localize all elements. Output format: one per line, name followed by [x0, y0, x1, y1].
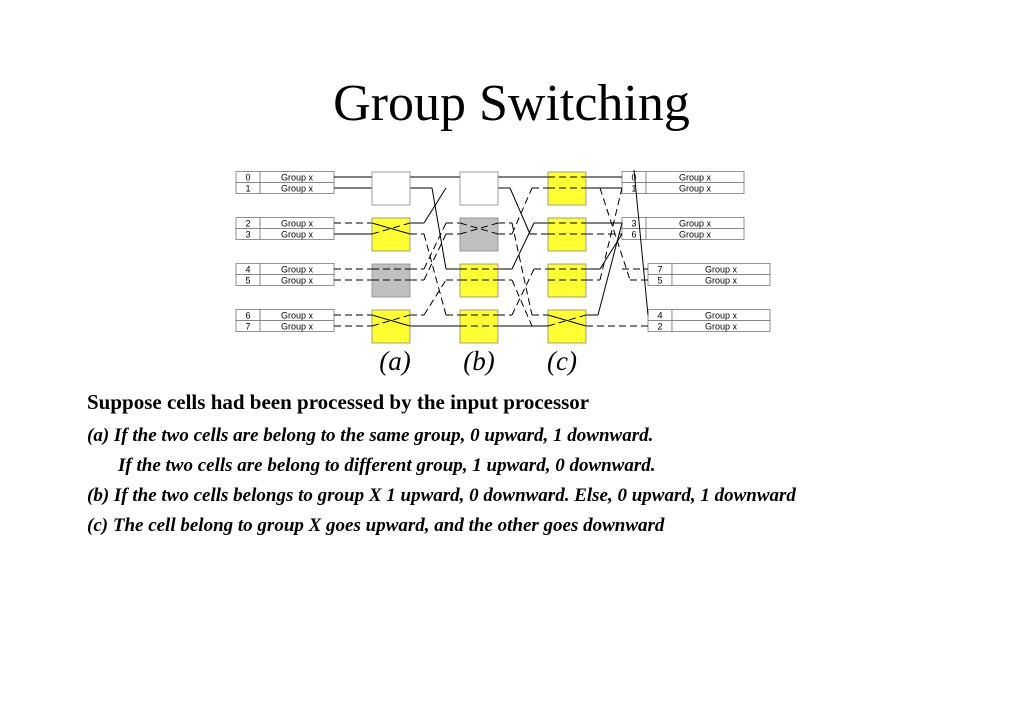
rule-c-line: (c) The cell belong to group X goes upwa…	[87, 515, 665, 536]
switch-c-3	[547, 309, 587, 344]
solid-wire	[423, 187, 447, 224]
rule-a-line-1: (a) If the two cells are belong to the s…	[87, 425, 654, 446]
switch-b-1	[459, 217, 499, 252]
input-group-label: Group x	[281, 311, 314, 321]
output-port-number: 2	[657, 322, 662, 332]
stage-label-b: (b)	[463, 346, 495, 376]
switch-cross-line	[371, 314, 411, 327]
interconnect-wires	[334, 169, 649, 327]
output-group-label: Group x	[679, 219, 712, 229]
switch-a-1	[371, 217, 411, 252]
dashed-wire	[511, 268, 535, 316]
output-port-number: 1	[631, 184, 636, 194]
switch-b-0	[459, 171, 499, 206]
output-group-label: Group x	[705, 265, 738, 275]
input-port-number: 4	[245, 265, 250, 275]
input-group-label: Group x	[281, 184, 314, 194]
output-label-cell	[645, 182, 745, 194]
dashed-wire	[423, 233, 447, 316]
output-group-label: Group x	[679, 173, 712, 183]
dashed-wire	[423, 233, 447, 281]
switch-cross-line	[547, 314, 587, 327]
rule-a-line-2: If the two cells are belong to different…	[118, 455, 656, 476]
input-group-label: Group x	[281, 219, 314, 229]
output-group-label: Group x	[679, 230, 712, 240]
output-port-number: 5	[657, 276, 662, 286]
input-group-label: Group x	[281, 322, 314, 332]
input-group-label: Group x	[281, 276, 314, 286]
dashed-wire	[423, 279, 447, 316]
output-row: 2 Group x	[647, 320, 771, 332]
output-row: 5 Group x	[647, 274, 771, 286]
stage-label-c: (c)	[547, 346, 577, 376]
dashed-wire	[511, 222, 533, 316]
output-group-label: Group x	[705, 276, 738, 286]
dashed-wire	[599, 187, 631, 281]
switch-cross-line	[547, 314, 587, 327]
page-title: Group Switching	[333, 75, 690, 132]
switch-a-0	[371, 171, 411, 206]
switch-elements	[371, 171, 587, 344]
input-port-number: 5	[245, 276, 250, 286]
output-port-number: 4	[657, 311, 662, 321]
switch-cross-line	[371, 222, 411, 235]
switch-cross-line	[371, 314, 411, 327]
output-row: 1 Group x	[621, 182, 745, 194]
input-port-number: 0	[245, 173, 250, 183]
output-row: 0 Group x	[621, 171, 745, 183]
output-row: 3 Group x	[621, 217, 745, 229]
dashed-wire	[423, 222, 447, 270]
input-port-number: 1	[245, 184, 250, 194]
rule-b-line: (b) If the two cells belongs to group X …	[87, 485, 796, 506]
output-group-label: Group x	[679, 184, 712, 194]
output-port-number: 6	[631, 230, 636, 240]
input-group-label: Group x	[281, 265, 314, 275]
solid-wire	[633, 169, 649, 316]
dashed-wire	[511, 187, 533, 235]
input-port-number: 7	[245, 322, 250, 332]
output-group-label: Group x	[705, 322, 738, 332]
output-row: 4 Group x	[647, 309, 771, 321]
solid-wire	[509, 187, 531, 235]
output-port-number: 7	[657, 265, 662, 275]
switch-a-3	[371, 309, 411, 344]
solid-wire	[431, 187, 447, 270]
input-port-number: 2	[245, 219, 250, 229]
solid-wire	[597, 222, 623, 316]
output-label-cell	[671, 320, 771, 332]
output-label-cell	[671, 274, 771, 286]
output-port-number: 3	[631, 219, 636, 229]
stage-label-a: (a)	[379, 346, 411, 376]
input-group-label: Group x	[281, 173, 314, 183]
input-port-number: 6	[245, 311, 250, 321]
switch-cross-line	[459, 222, 499, 235]
switch-cross-line	[459, 222, 499, 235]
dashed-wire	[511, 279, 533, 327]
output-port-number: 0	[631, 173, 636, 183]
output-row: 7 Group x	[647, 263, 771, 275]
switch-cross-line	[371, 222, 411, 235]
output-group-label: Group x	[705, 311, 738, 321]
heading-text: Suppose cells had been processed by the …	[87, 390, 590, 414]
output-label-cell	[645, 228, 745, 240]
dashed-wire	[599, 187, 623, 281]
solid-wire	[511, 222, 535, 270]
input-port-number: 3	[245, 230, 250, 240]
input-group-label: Group x	[281, 230, 314, 240]
